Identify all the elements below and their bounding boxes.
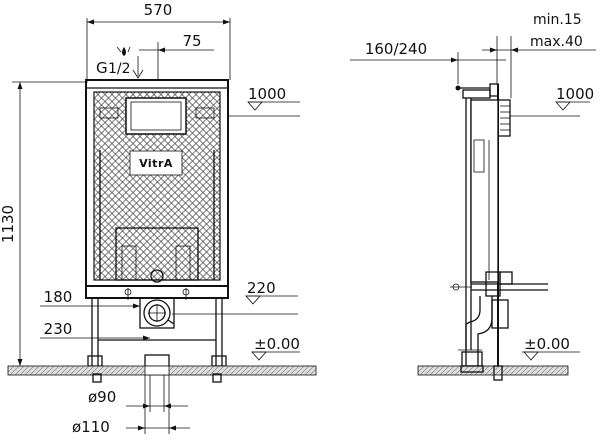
side-cistern xyxy=(470,99,499,283)
pipe-offset-dimension: 75 xyxy=(139,32,214,80)
pipe-small-label: ø90 xyxy=(88,388,116,406)
side-flush-height-label: 1000 xyxy=(556,85,594,103)
side-view: 160/240 min.15 max.40 1000 xyxy=(350,12,596,381)
pipe-large-label: ø110 xyxy=(72,418,110,436)
min-label: min.15 xyxy=(533,12,582,28)
height-dimension: 1130 xyxy=(0,81,88,366)
drain-height-label: 220 xyxy=(247,279,276,297)
flush-height-label: 1000 xyxy=(248,85,286,103)
left-offset2-label: 230 xyxy=(44,320,73,338)
brand-plate xyxy=(129,150,183,176)
side-drain-bend xyxy=(465,296,481,366)
max-label: max.40 xyxy=(530,34,583,50)
water-supply-label: G 1/2 xyxy=(96,46,144,79)
front-view: 570 75 G 1/2 1130 xyxy=(0,1,317,436)
brand-label: VitrA xyxy=(139,157,173,170)
width-dimension: 570 xyxy=(86,1,231,80)
drain-fitting xyxy=(124,288,190,329)
supply-label-fraction: 1/2 xyxy=(108,61,131,77)
floor-label: ±0.00 xyxy=(254,335,300,353)
flush-plate-opening xyxy=(125,97,187,135)
side-floor-label: ±0.00 xyxy=(524,335,570,353)
depth-label: 160/240 xyxy=(365,40,427,58)
lower-frame xyxy=(85,285,229,299)
supply-label-main: G xyxy=(96,59,108,77)
left-offset-label: 180 xyxy=(44,288,73,306)
side-floor xyxy=(417,365,569,376)
water-drop-icon xyxy=(122,47,126,56)
pipe-offset-label: 75 xyxy=(182,32,201,50)
height-label: 1130 xyxy=(0,205,17,243)
width-label: 570 xyxy=(144,1,173,19)
